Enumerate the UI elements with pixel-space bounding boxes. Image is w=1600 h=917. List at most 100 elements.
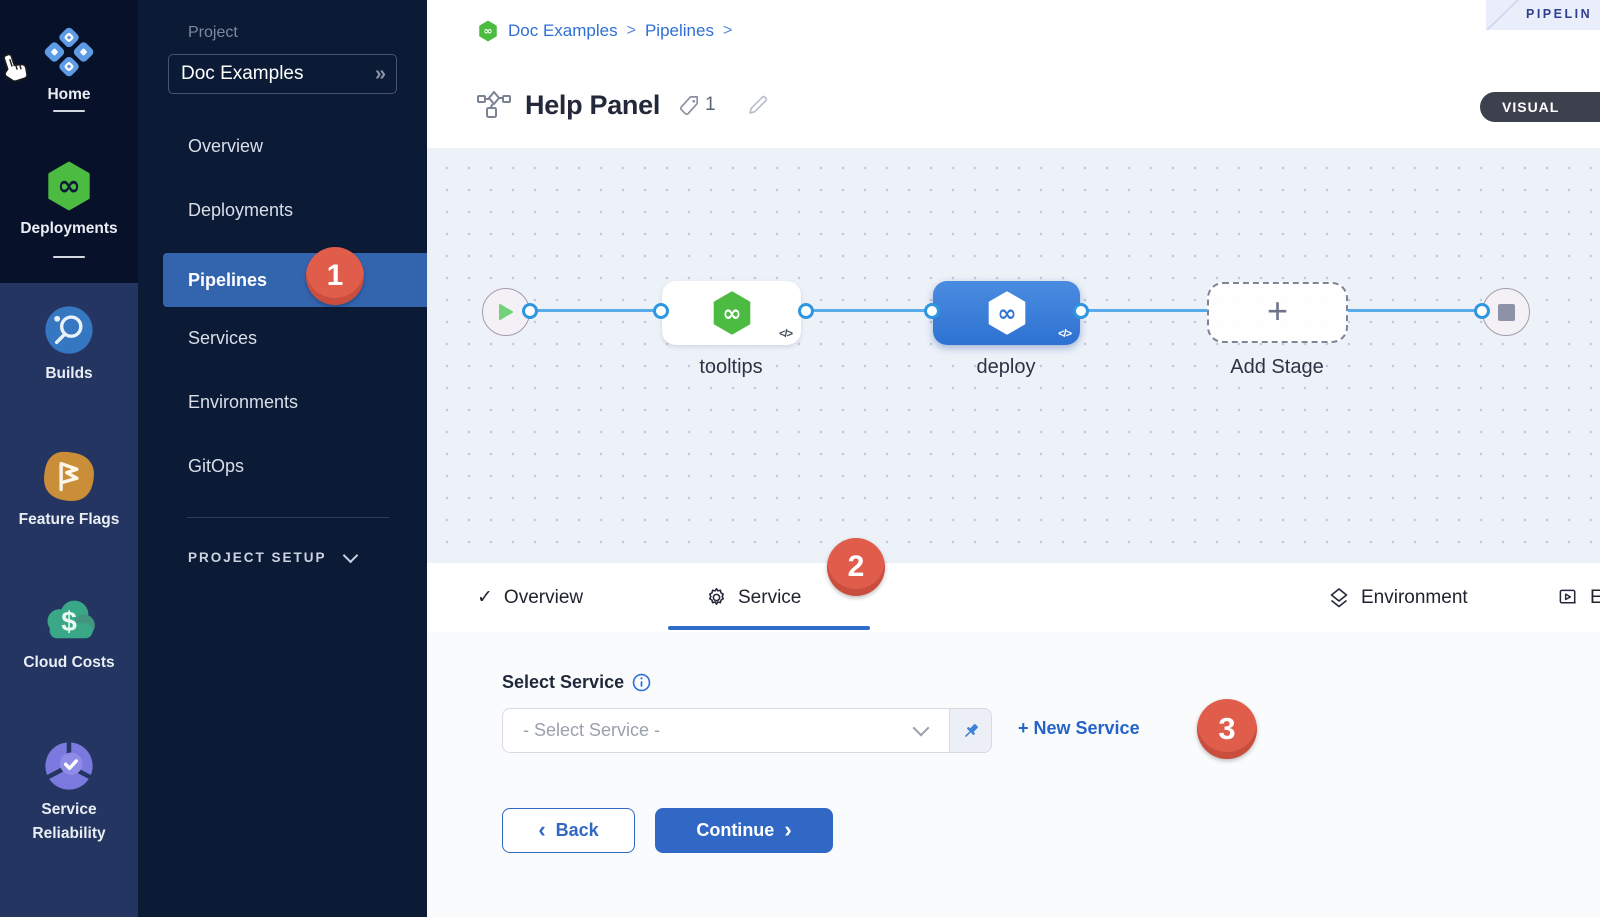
sidebar-item-services[interactable]: Services xyxy=(188,328,258,348)
harness-stage-icon: ∞ xyxy=(713,291,750,335)
pipeline-canvas[interactable]: ∞ </> tooltips ∞ </> deploy + Add Stage xyxy=(427,148,1600,563)
select-service-label: Select Service xyxy=(502,672,625,692)
module-rail: Home ∞ Deployments Builds Feature Flags xyxy=(0,0,138,917)
back-button[interactable]: ‹ Back xyxy=(502,808,635,853)
chevron-left-icon: ‹ xyxy=(538,816,546,842)
play-icon xyxy=(499,304,513,320)
callout-badge-1: 1 xyxy=(306,247,364,305)
sidebar-item-label: Pipelines xyxy=(188,269,268,290)
breadcrumb-separator: > xyxy=(722,22,733,39)
feature-flags-icon xyxy=(44,451,94,501)
sidebar-item-feature-flags[interactable]: Feature Flags xyxy=(0,449,138,532)
home-divider xyxy=(53,110,85,112)
callout-badge-3: 3 xyxy=(1197,699,1257,759)
tab-execution[interactable]: Execution xyxy=(1558,563,1600,632)
connector-line xyxy=(1081,309,1207,312)
callout-badge-2: 2 xyxy=(827,538,885,596)
home-icon xyxy=(44,27,94,77)
harness-stage-icon: ∞ xyxy=(988,291,1025,335)
tab-label: Service xyxy=(738,586,802,608)
pipeline-title-bar: Help Panel 1 VISUAL xyxy=(427,62,1600,149)
sidebar-item-gitops[interactable]: GitOps xyxy=(188,456,245,476)
breadcrumb-pipelines-link[interactable]: Pipelines xyxy=(644,21,714,40)
tab-service[interactable]: Service xyxy=(706,563,801,632)
sidebar-item-deployments-project[interactable]: Deployments xyxy=(188,200,294,220)
tags-indicator[interactable]: 1 xyxy=(678,94,716,117)
dropdown-placeholder: - Select Service - xyxy=(523,720,661,740)
sidebar-item-service-reliability[interactable]: Service Reliability xyxy=(0,739,138,846)
sidebar-item-deployments[interactable]: ∞ Deployments xyxy=(0,160,138,241)
pipeline-studio-label: PIPELIN xyxy=(1526,7,1593,21)
module-rail-lower-panel xyxy=(0,283,138,917)
node-port[interactable] xyxy=(1474,303,1490,319)
svg-text:∞: ∞ xyxy=(722,301,741,327)
deployments-icon: ∞ xyxy=(48,161,90,211)
chevron-right-icon: › xyxy=(784,816,792,842)
builds-icon xyxy=(45,306,93,354)
play-square-icon xyxy=(1559,589,1576,604)
tab-overview[interactable]: ✓ Overview xyxy=(477,563,583,632)
pipeline-graph-icon xyxy=(477,91,511,118)
continue-button[interactable]: Continue › xyxy=(655,808,833,853)
project-setup-toggle[interactable]: PROJECT SETUP xyxy=(188,547,358,565)
pipeline-end-node[interactable] xyxy=(1482,288,1530,336)
breadcrumb-separator: > xyxy=(626,22,636,39)
breadcrumb-project-link[interactable]: Doc Examples xyxy=(508,21,618,40)
stage-tabbar: ✓ Overview Service Environment Execution xyxy=(427,563,1600,633)
connector-line xyxy=(530,309,662,312)
node-port[interactable] xyxy=(924,303,940,319)
stop-icon xyxy=(1497,303,1515,321)
connector-line xyxy=(806,309,933,312)
gear-icon xyxy=(708,587,725,606)
add-stage-label: Add Stage xyxy=(1230,356,1324,378)
sidebar-item-environments[interactable]: Environments xyxy=(188,392,299,412)
project-selector[interactable]: Doc Examples » xyxy=(168,54,397,94)
sidebar-item-label: Cloud Costs xyxy=(23,654,115,671)
visual-toggle-label: VISUAL xyxy=(1502,99,1560,115)
sidebar-item-home[interactable]: Home xyxy=(0,26,138,107)
sidebar-item-cloud-costs[interactable]: $ Cloud Costs xyxy=(0,594,138,675)
harness-logo-icon: ∞ xyxy=(479,20,497,42)
layers-icon xyxy=(1330,587,1348,607)
new-service-link[interactable]: + New Service xyxy=(1018,718,1140,738)
deployments-divider xyxy=(53,256,85,258)
main-content: ∞ Doc Examples > Pipelines > PIPELIN Hel… xyxy=(427,0,1600,917)
project-section-label: Project xyxy=(188,24,238,41)
tab-environment[interactable]: Environment xyxy=(1328,563,1468,632)
sidebar-item-overview[interactable]: Overview xyxy=(188,136,264,156)
service-form-panel: Select Service - Select Service - + New … xyxy=(427,632,1600,917)
back-label: Back xyxy=(555,820,599,840)
node-port[interactable] xyxy=(653,303,669,319)
double-chevron-icon: » xyxy=(374,62,386,85)
code-icon: </> xyxy=(1058,328,1072,340)
sidebar-item-builds[interactable]: Builds xyxy=(0,303,138,386)
svg-text:∞: ∞ xyxy=(997,301,1016,327)
code-icon: </> xyxy=(779,328,793,340)
svg-text:∞: ∞ xyxy=(483,25,492,38)
continue-label: Continue xyxy=(696,820,775,840)
page-title: Help Panel xyxy=(525,89,661,120)
sidebar-item-label: Deployments xyxy=(20,220,118,237)
sidebar-divider xyxy=(187,517,389,518)
tab-label: Environment xyxy=(1361,586,1468,608)
tab-label: Execution xyxy=(1590,586,1600,608)
tab-label: Overview xyxy=(503,586,584,608)
svg-text:∞: ∞ xyxy=(57,169,80,202)
select-service-dropdown[interactable]: - Select Service - xyxy=(502,708,950,753)
node-port[interactable] xyxy=(798,303,814,319)
stage-node-tooltips[interactable]: ∞ </> xyxy=(662,281,801,345)
sidebar-item-pipelines[interactable]: Pipelines xyxy=(163,253,427,307)
edit-pencil-icon[interactable] xyxy=(746,93,770,117)
node-port[interactable] xyxy=(522,303,538,319)
pin-service-button[interactable] xyxy=(950,708,992,753)
sidebar-item-label: Builds xyxy=(45,365,93,382)
stage-node-deploy[interactable]: ∞ </> xyxy=(933,281,1080,345)
visual-yaml-toggle[interactable]: VISUAL xyxy=(1480,92,1600,122)
sidebar-item-label: Feature Flags xyxy=(18,511,120,528)
chevron-down-icon xyxy=(342,547,358,564)
info-icon[interactable] xyxy=(632,673,651,692)
pipeline-studio-ribbon: PIPELIN xyxy=(1486,0,1600,30)
node-port[interactable] xyxy=(1073,303,1089,319)
project-name: Doc Examples xyxy=(181,63,304,84)
add-stage-button[interactable]: + xyxy=(1207,282,1348,343)
